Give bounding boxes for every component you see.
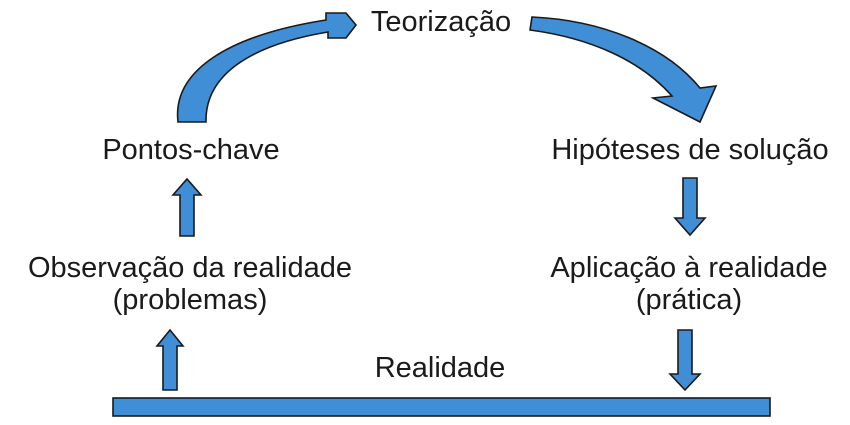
application-line1: Aplicação à realidade xyxy=(550,252,828,284)
node-reality: Realidade xyxy=(374,352,506,384)
observation-line2: (problemas) xyxy=(112,284,268,316)
application-line2: (prática) xyxy=(635,284,743,316)
observation-line1: Observação da realidade xyxy=(27,252,353,284)
arrow-down-application-to-reality xyxy=(668,329,702,392)
node-application: Aplicação à realidade (prática) xyxy=(550,252,827,316)
curved-arrow-theorization-to-hypotheses xyxy=(529,16,718,124)
reality-bar xyxy=(112,397,771,417)
node-hypotheses: Hipóteses de solução xyxy=(551,134,829,166)
arrow-up-reality-to-observation xyxy=(155,328,185,391)
curved-arrow-keypoints-to-theorization xyxy=(176,12,358,123)
node-theorization: Teorização xyxy=(370,6,512,38)
arrow-up-observation-to-keypoints xyxy=(171,177,203,237)
node-key-points: Pontos-chave xyxy=(102,134,280,166)
arrow-down-hypotheses-to-application xyxy=(673,177,707,237)
node-observation: Observação da realidade (problemas) xyxy=(28,252,352,316)
